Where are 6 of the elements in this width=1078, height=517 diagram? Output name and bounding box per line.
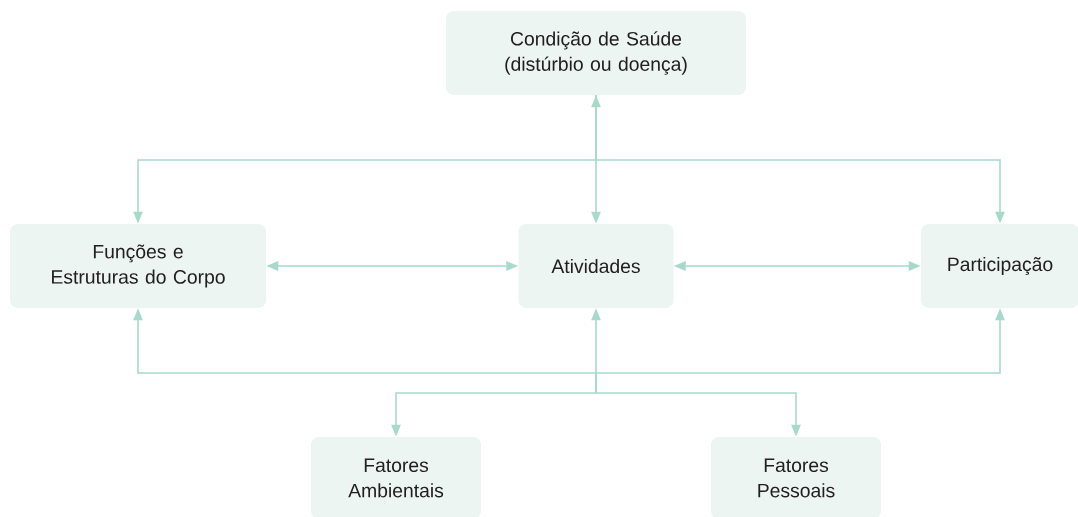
concept-box: Condição de Saúde (distúrbio ou doença) bbox=[446, 11, 746, 95]
concept-box: Fatores Pessoais bbox=[711, 437, 881, 517]
concept-box: Fatores Ambientais bbox=[311, 437, 481, 517]
concept-box: Atividades bbox=[518, 224, 674, 308]
concept-box: Funções e Estruturas do Corpo bbox=[10, 224, 266, 308]
concept-box: Participação bbox=[921, 224, 1078, 308]
